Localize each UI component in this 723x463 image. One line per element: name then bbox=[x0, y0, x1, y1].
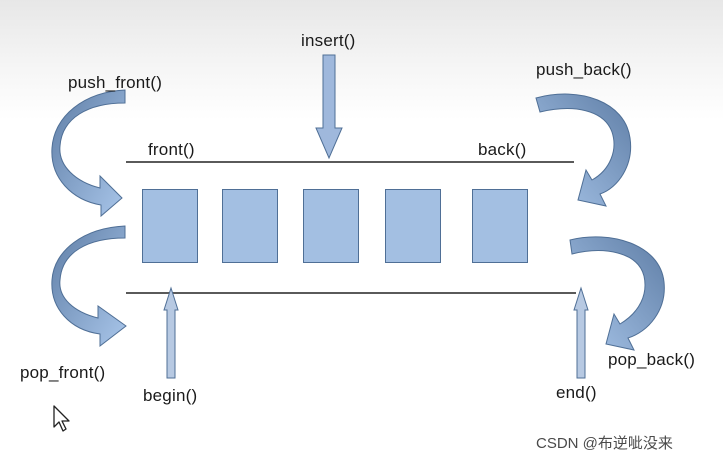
pop-front-label: pop_front() bbox=[20, 363, 106, 382]
deque-element-3 bbox=[303, 189, 359, 263]
end-label: end() bbox=[556, 383, 597, 402]
begin-arrow bbox=[163, 286, 179, 379]
mouse-pointer-icon bbox=[53, 405, 70, 432]
bottom-boundary-line bbox=[126, 292, 576, 294]
deque-element-1 bbox=[142, 189, 198, 263]
push-front-arrow bbox=[51, 89, 126, 218]
begin-label: begin() bbox=[143, 386, 198, 405]
deque-element-5 bbox=[472, 189, 528, 263]
pop-back-arrow bbox=[569, 236, 665, 351]
pop-back-label: pop_back() bbox=[608, 350, 696, 369]
insert-arrow bbox=[315, 54, 343, 160]
front-label: front() bbox=[148, 140, 195, 159]
push-back-label: push_back() bbox=[536, 60, 632, 79]
watermark: CSDN @布逆呲没来 bbox=[536, 435, 673, 452]
insert-label: insert() bbox=[301, 31, 356, 50]
deque-element-4 bbox=[385, 189, 441, 263]
top-boundary-line bbox=[126, 161, 574, 163]
push-back-arrow bbox=[535, 93, 632, 207]
end-arrow bbox=[573, 286, 589, 379]
pop-front-arrow bbox=[51, 225, 127, 348]
back-label: back() bbox=[478, 140, 527, 159]
push-front-label: push_front() bbox=[68, 73, 163, 92]
deque-element-2 bbox=[222, 189, 278, 263]
